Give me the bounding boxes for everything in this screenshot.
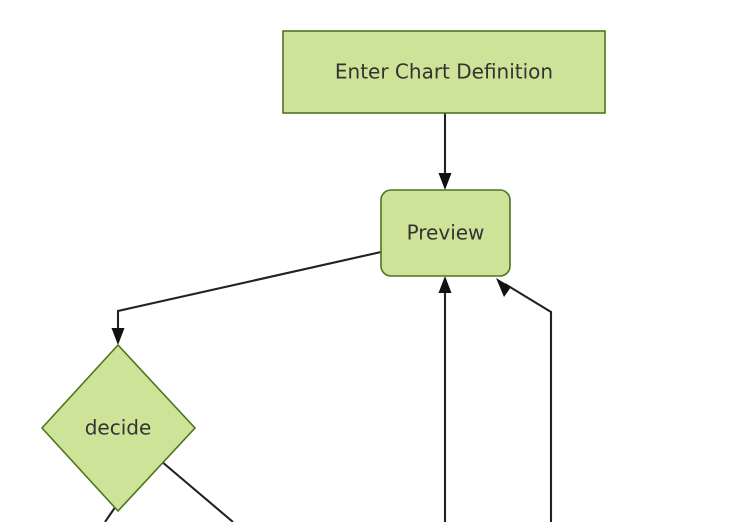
edge-line (160, 460, 234, 522)
node-preview[interactable]: Preview (380, 189, 511, 277)
node-enter-chart-definition[interactable]: Enter Chart Definition (282, 30, 606, 114)
node-label-enter-chart-definition: Enter Chart Definition (335, 60, 553, 84)
edge-line (116, 250, 382, 334)
edge-decide-branch-right (160, 460, 234, 522)
node-label-preview: Preview (407, 221, 485, 245)
node-shape-rounded-rectangle[interactable] (380, 189, 511, 277)
edge-preview-to-decide (111, 250, 382, 345)
arrowhead-icon (438, 173, 452, 190)
node-decide[interactable]: decide (40, 343, 197, 513)
edge-return-right-to-preview (496, 278, 553, 522)
edge-line (504, 283, 553, 522)
node-shape-diamond[interactable] (40, 343, 197, 513)
arrowhead-icon (496, 278, 511, 297)
arrowhead-icon (111, 328, 125, 345)
arrowhead-icon (438, 276, 452, 293)
node-shape-rectangle[interactable] (282, 30, 606, 114)
node-label-decide: decide (85, 416, 152, 440)
edge-return-center-to-preview (438, 276, 452, 522)
edge-enter-to-preview (438, 113, 452, 190)
